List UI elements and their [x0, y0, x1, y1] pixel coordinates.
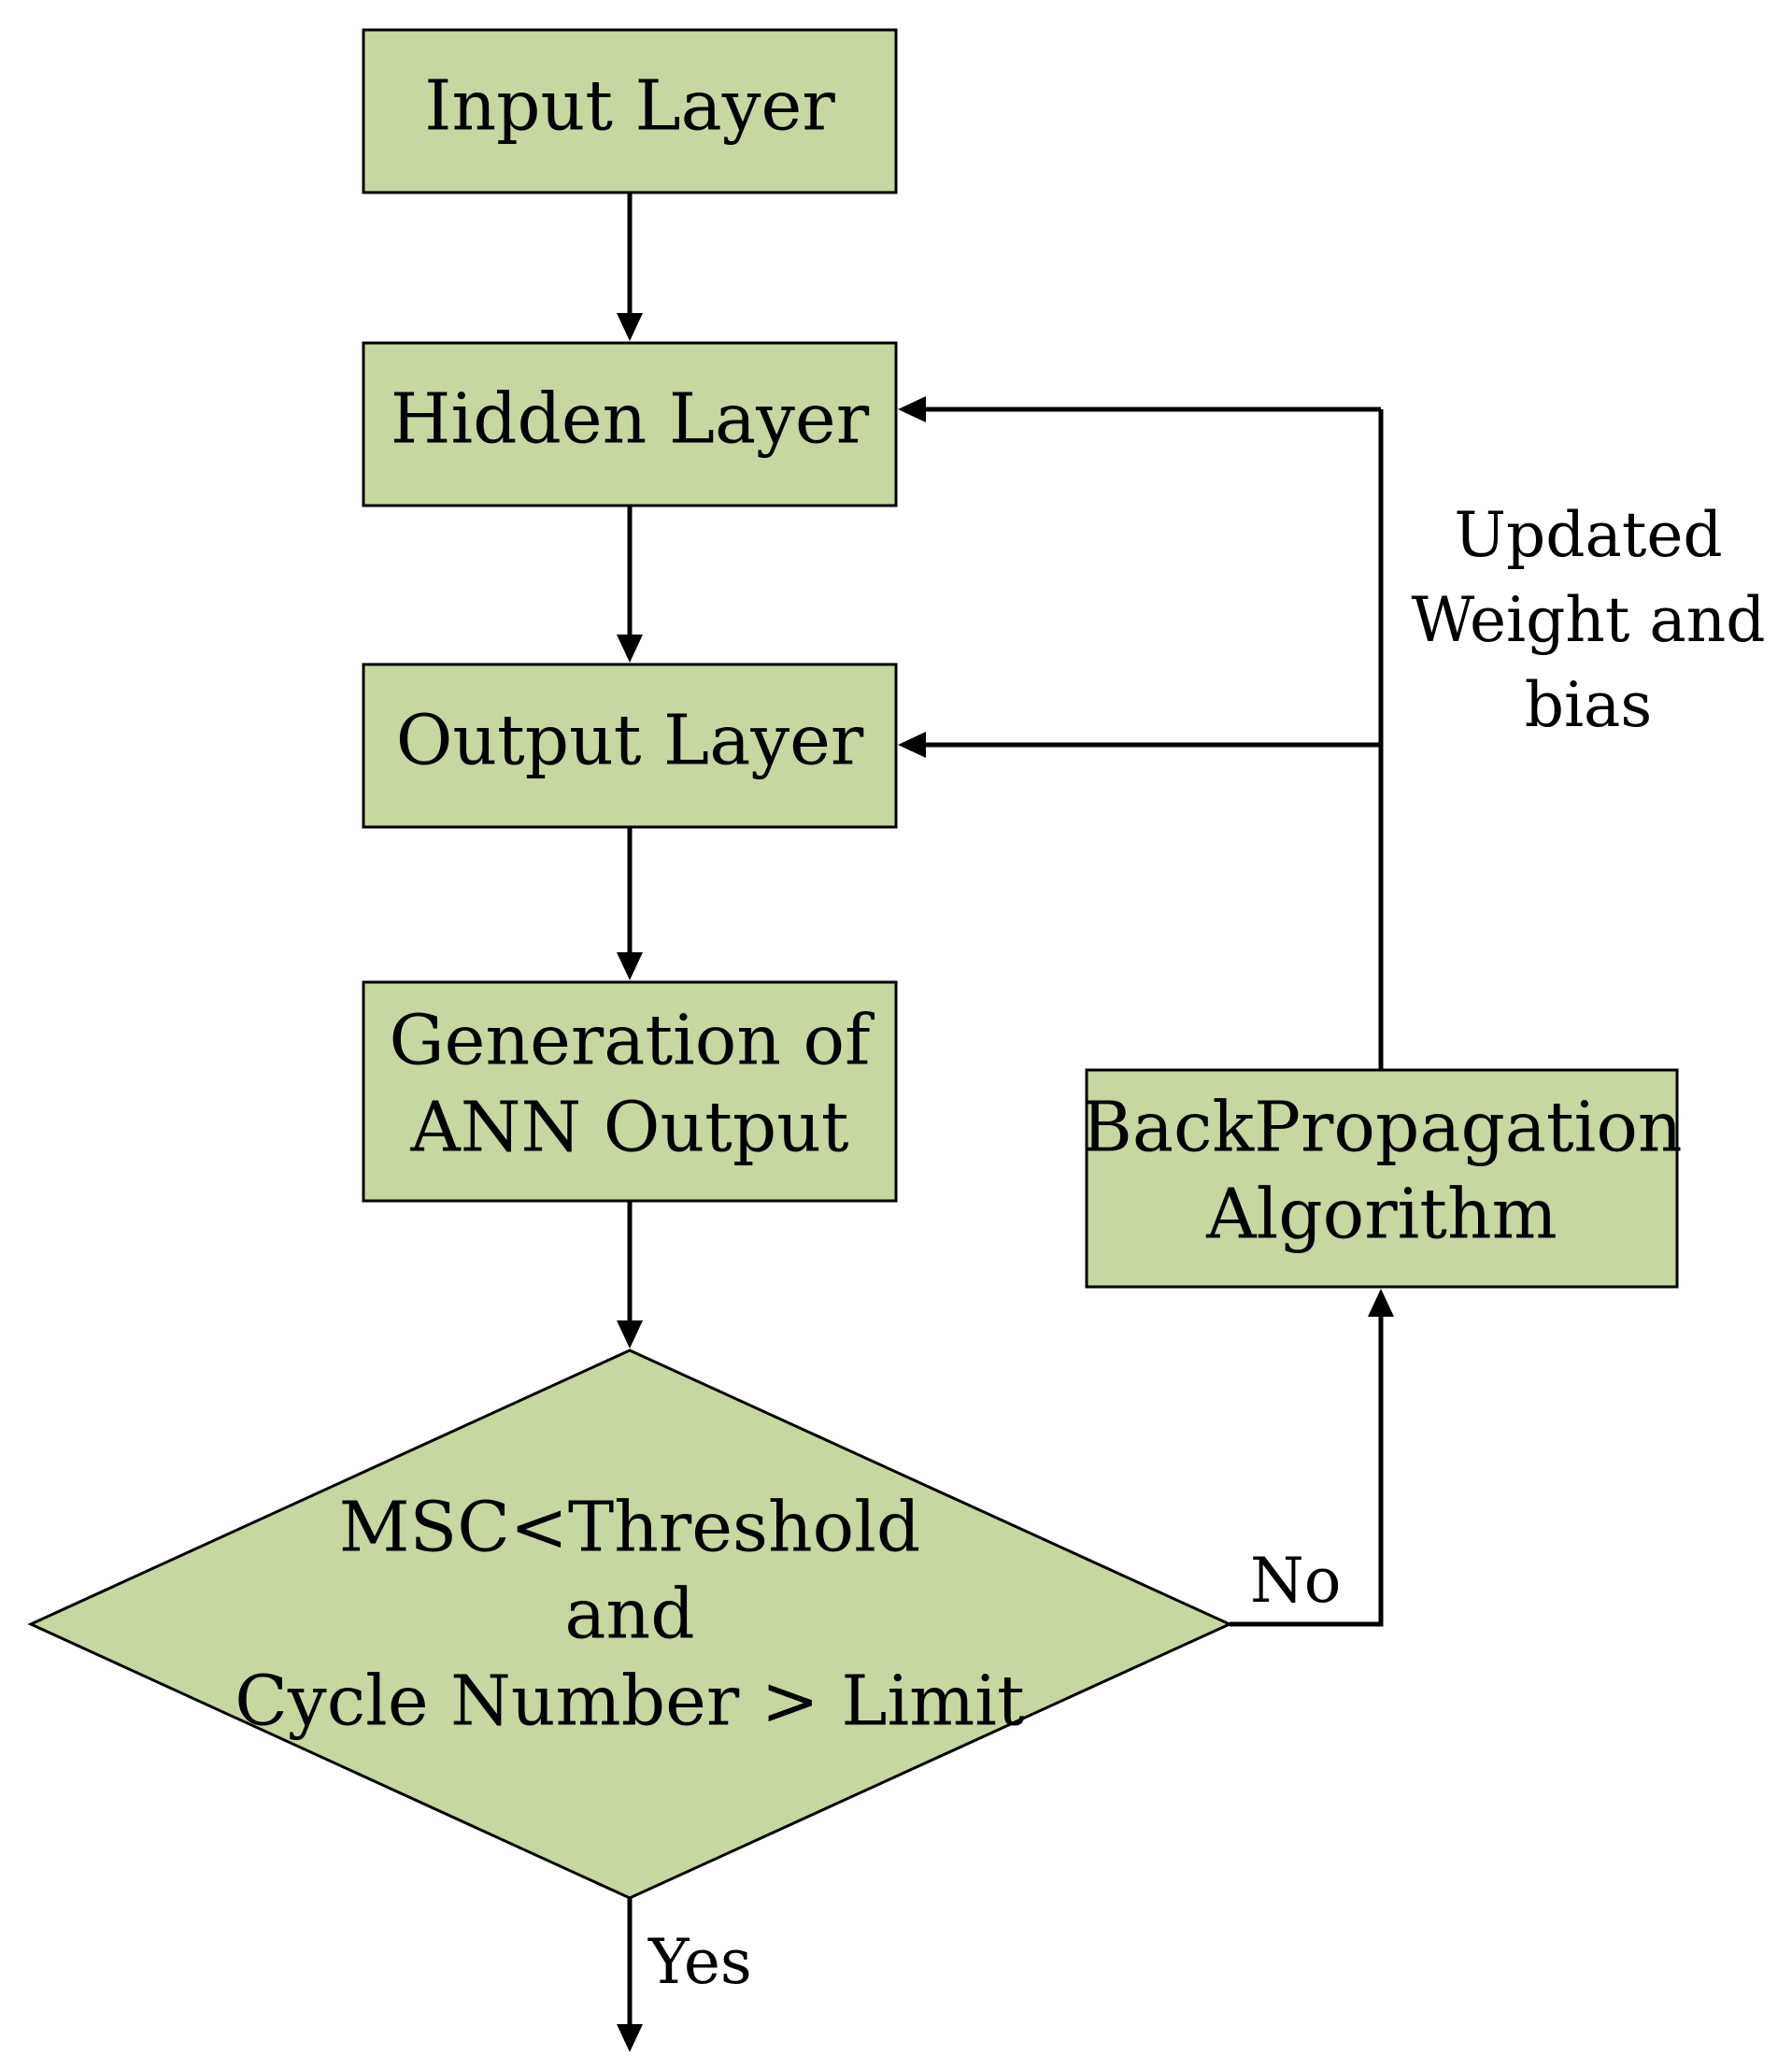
arrow-head-backprop	[1368, 1289, 1394, 1317]
arrow-head-generation	[617, 952, 643, 980]
updated-weight-label-line-1: Updated	[1454, 499, 1722, 571]
yes-label: Yes	[647, 1926, 752, 1998]
edge-decision-no-to-backprop	[1230, 1317, 1384, 1627]
arrow-head-feedback-hidden	[898, 396, 926, 422]
output-layer-box	[362, 663, 898, 829]
arrow-head-yes	[617, 2024, 643, 2052]
no-label: No	[1250, 1545, 1342, 1617]
input-layer-label: Input Layer	[424, 65, 835, 146]
decision-label-line-1: MSC<Threshold	[339, 1487, 921, 1567]
generation-label-line-1: Generation of	[390, 1000, 875, 1080]
decision-label-line-3: Cycle Number > Limit	[235, 1661, 1025, 1741]
backprop-label-line-2: Algorithm	[1205, 1174, 1557, 1254]
arrow-head-output	[617, 635, 643, 663]
updated-weight-label-line-2: Weight and	[1412, 584, 1766, 656]
input-layer-box	[362, 28, 898, 194]
arrow-head-decision	[617, 1320, 643, 1348]
output-layer-label: Output Layer	[396, 700, 864, 780]
arrow-head-hidden	[617, 313, 643, 341]
decision-label-line-2: and	[564, 1574, 694, 1654]
backprop-label-line-1: BackPropagation	[1081, 1087, 1682, 1167]
generation-label-line-2: ANN Output	[409, 1087, 849, 1167]
arrow-head-feedback-output	[898, 732, 926, 758]
generation-box	[362, 980, 898, 1203]
hidden-layer-box	[362, 341, 898, 507]
backprop-box	[1085, 1068, 1679, 1289]
updated-weight-label-line-3: bias	[1525, 669, 1653, 741]
hidden-layer-label: Hidden Layer	[391, 378, 870, 459]
